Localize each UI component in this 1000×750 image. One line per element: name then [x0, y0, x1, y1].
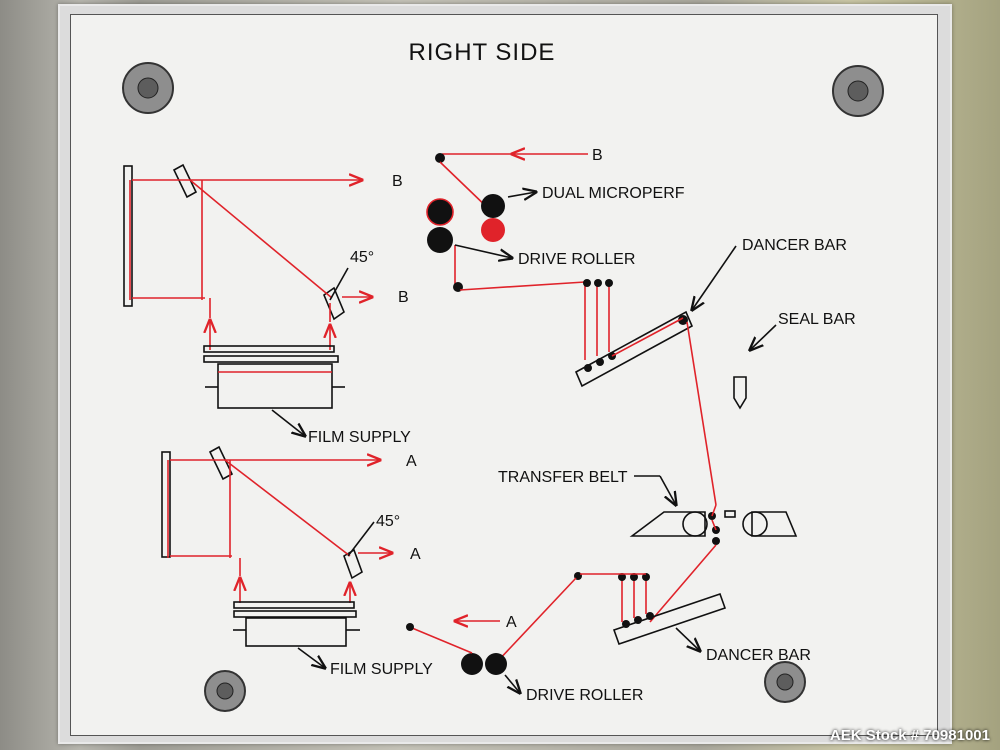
label-angle-lower: 45°	[376, 513, 400, 530]
label-drive-roller-lower: DRIVE ROLLER	[526, 687, 643, 704]
label-angle-upper: 45°	[350, 249, 374, 266]
label-film-supply-lower: FILM SUPPLY	[330, 661, 433, 678]
label-transfer-belt: TRANSFER BELT	[498, 469, 628, 486]
label-a-top: A	[406, 453, 417, 470]
screw-top-left	[122, 62, 174, 114]
label-dancer-bar-lower: DANCER BAR	[706, 647, 811, 664]
label-b-top: B	[392, 173, 403, 190]
label-dual-microperf: DUAL MICROPERF	[542, 185, 685, 202]
label-b-mid: B	[398, 289, 409, 306]
upper-web-path	[426, 153, 737, 506]
diagram-panel	[70, 14, 938, 736]
screw-bottom-left	[204, 670, 246, 712]
lower-web-path	[406, 544, 727, 693]
label-seal-bar: SEAL BAR	[778, 311, 856, 328]
label-b-feed: B	[592, 147, 603, 164]
transfer-belt-shape	[629, 475, 798, 545]
label-a-feed: A	[506, 614, 517, 631]
diagram-title: RIGHT SIDE	[409, 39, 556, 66]
label-film-supply-upper: FILM SUPPLY	[308, 429, 411, 446]
screw-top-right	[832, 65, 884, 117]
label-a-mid: A	[410, 546, 421, 563]
screw-bottom-right	[764, 661, 806, 703]
upper-film-supply-path	[123, 163, 372, 436]
label-drive-roller-upper: DRIVE ROLLER	[518, 251, 635, 268]
label-dancer-bar-upper: DANCER BAR	[742, 237, 847, 254]
stock-watermark: AEK Stock # 70981001	[829, 727, 990, 744]
seal-bar-shape	[733, 324, 777, 410]
lower-film-supply-path	[161, 445, 392, 668]
